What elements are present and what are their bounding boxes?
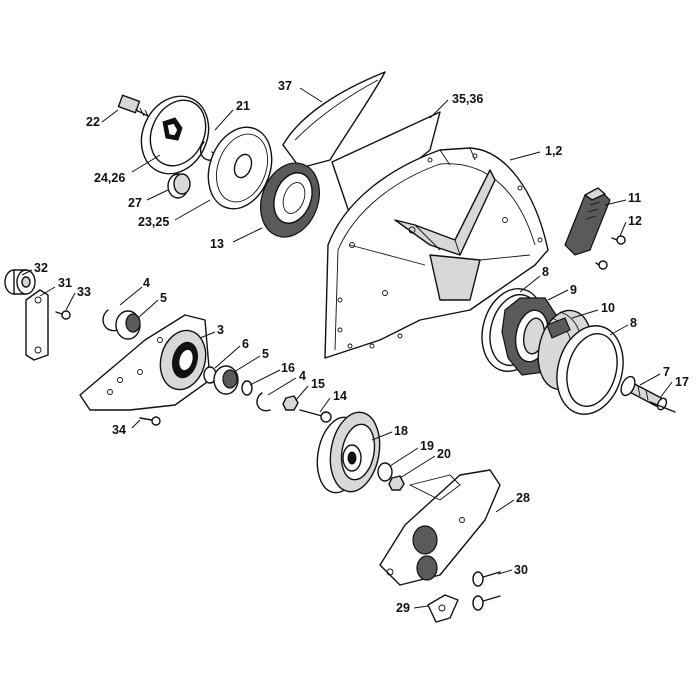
callout-21: 21	[236, 99, 250, 113]
part-4-circlip-lower	[256, 392, 271, 412]
callout-30: 30	[514, 563, 528, 577]
callout-9: 9	[570, 283, 577, 297]
part-12-screw	[595, 235, 626, 270]
part-35-36-guard-plate	[331, 111, 441, 216]
part-5-bearing-upper	[115, 310, 141, 340]
callout-32: 32	[34, 261, 48, 275]
part-37-guard-plate	[282, 71, 386, 169]
callout-24-26: 24,26	[94, 171, 125, 185]
callout-18: 18	[394, 424, 408, 438]
part-22-bolt	[117, 94, 153, 119]
part-1-2-cutter-guard	[324, 147, 549, 359]
callout-13: 13	[210, 237, 224, 251]
part-3-arm-housing	[79, 314, 211, 411]
part-16-washer	[241, 380, 253, 396]
callout-8-upper: 8	[542, 265, 549, 279]
part-23-25-thrust-washer	[207, 126, 273, 210]
callout-27: 27	[128, 196, 142, 210]
callout-11: 11	[628, 191, 641, 205]
callout-28: 28	[516, 491, 530, 505]
part-29-clamp-plate	[427, 594, 459, 623]
part-13-bearing-flange	[260, 162, 320, 238]
callout-15: 15	[311, 377, 325, 391]
part-28-belt-cover	[379, 469, 501, 586]
part-5-bearing-lower	[213, 365, 239, 395]
leader-lines	[21, 87, 673, 609]
part-15-nut	[282, 395, 299, 411]
part-32-bushing	[4, 269, 36, 295]
callout-34: 34	[112, 423, 126, 437]
callout-33: 33	[77, 285, 91, 299]
part-4-circlip-upper	[102, 309, 119, 332]
part-8-ring-lower	[556, 325, 624, 415]
part-30-bolt	[472, 571, 501, 611]
callout-22: 22	[86, 115, 100, 129]
callout-37: 37	[278, 79, 292, 93]
part-33-screw	[55, 310, 71, 320]
callout-35-36: 35,36	[452, 92, 483, 106]
callout-31: 31	[58, 276, 72, 290]
callout-1-2: 1,2	[545, 144, 562, 158]
part-14-bolt	[299, 409, 332, 423]
part-19-washer	[377, 462, 393, 482]
part-17-pin	[649, 401, 676, 413]
callout-12: 12	[628, 214, 642, 228]
callout-7: 7	[663, 365, 670, 379]
callout-3: 3	[217, 323, 224, 337]
callout-8-lower: 8	[630, 316, 637, 330]
callout-16: 16	[281, 361, 295, 375]
callout-4-upper: 4	[143, 276, 150, 290]
callout-14: 14	[333, 389, 347, 403]
callout-23-25: 23,25	[138, 215, 169, 229]
part-27-bushing	[167, 173, 191, 199]
part-34-screw	[139, 416, 161, 426]
callout-4-lower: 4	[299, 369, 306, 383]
callout-17: 17	[675, 375, 689, 389]
part-7-axle	[620, 375, 668, 411]
part-20-nut	[388, 475, 405, 491]
callout-19: 19	[420, 439, 434, 453]
callout-20: 20	[437, 447, 451, 461]
part-24-26-flange-disc	[140, 95, 210, 175]
part-11-guard-handle	[564, 187, 611, 256]
callout-5-upper: 5	[160, 291, 167, 305]
callout-6: 6	[242, 337, 249, 351]
callout-5-lower: 5	[262, 347, 269, 361]
callout-29: 29	[396, 601, 410, 615]
callout-10: 10	[601, 301, 615, 315]
part-18-pulley	[316, 411, 381, 494]
part-31-strap	[25, 289, 49, 361]
